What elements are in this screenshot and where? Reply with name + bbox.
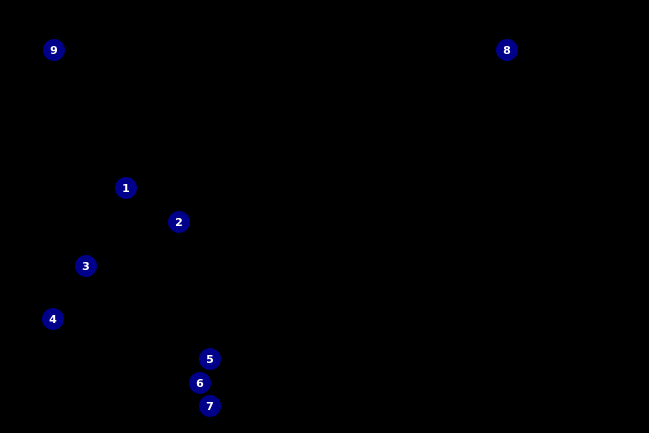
marker-5[interactable]: 5	[199, 348, 221, 370]
marker-1[interactable]: 1	[115, 177, 137, 199]
marker-6[interactable]: 6	[189, 372, 211, 394]
marker-8[interactable]: 8	[496, 39, 518, 61]
marker-3[interactable]: 3	[75, 255, 97, 277]
marker-2[interactable]: 2	[168, 211, 190, 233]
marker-4[interactable]: 4	[42, 308, 64, 330]
marker-9[interactable]: 9	[43, 39, 65, 61]
marker-7[interactable]: 7	[199, 395, 221, 417]
